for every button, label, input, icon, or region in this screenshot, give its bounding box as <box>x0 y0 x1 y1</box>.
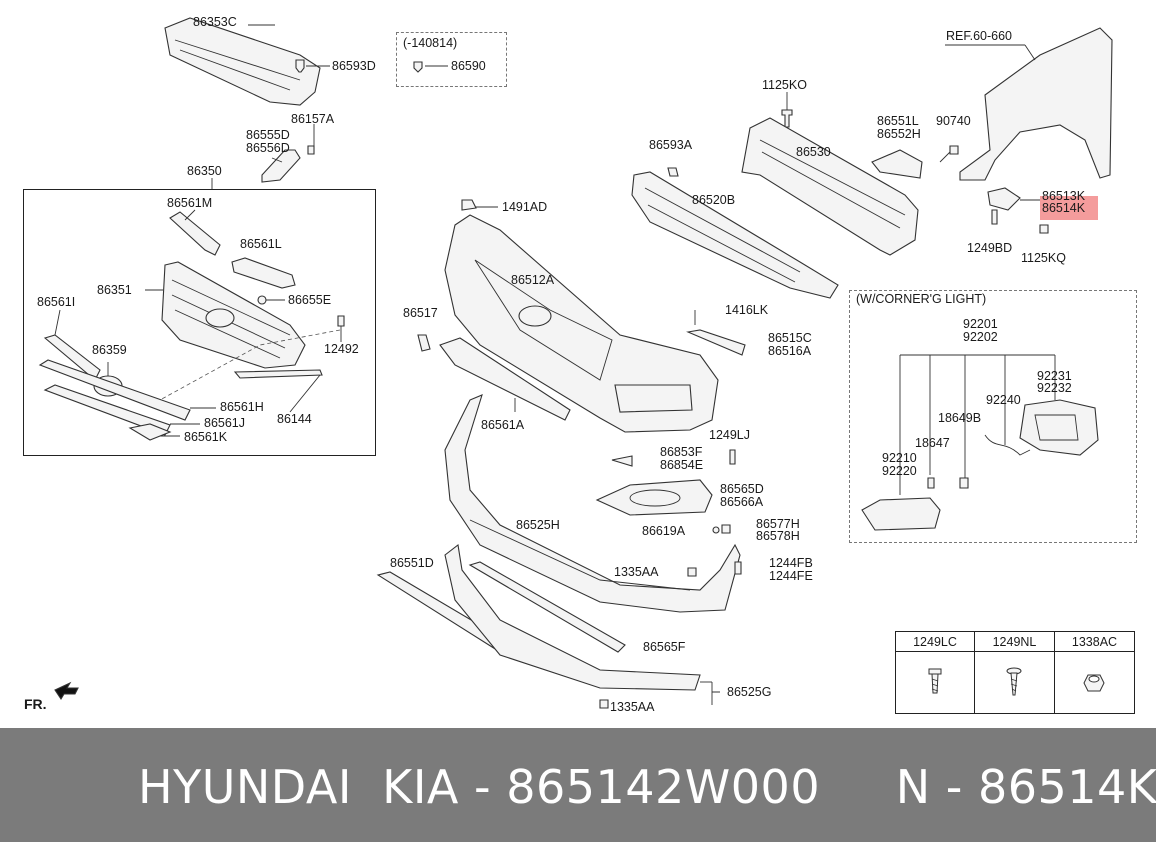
label-86525h: 86525H <box>516 518 560 532</box>
label-86593a: 86593A <box>649 138 693 152</box>
part-86561l <box>231 257 296 289</box>
label-1249lj: 1249LJ <box>709 428 751 442</box>
diagram-drawing <box>38 17 1113 709</box>
label-1244fe: 1244FE <box>769 569 813 583</box>
date-range-box <box>396 32 507 87</box>
grille-group-box <box>23 189 376 456</box>
label-86561h: 86561H <box>220 400 264 414</box>
parts-diagram: 86353C 86593D (-140814) 86590 REF.60-660… <box>23 15 1137 714</box>
part-86525h-lower-cover <box>444 394 741 613</box>
label-92201: 92201 <box>963 317 998 331</box>
label-86144: 86144 <box>277 412 312 426</box>
label-ref: REF.60-660 <box>946 29 1013 43</box>
label-86517: 86517 <box>403 306 438 320</box>
label-86551l: 86551L <box>877 114 919 128</box>
part-86593d <box>295 59 305 73</box>
label-corner-light: (W/CORNER'G LIGHT) <box>856 292 987 306</box>
part-fender-ref <box>959 27 1113 181</box>
label-date-range: (-140814) <box>403 36 458 50</box>
screw-icon <box>1006 667 1022 696</box>
label-86551d: 86551D <box>390 556 434 570</box>
label-86513k: 86513K <box>1042 189 1086 203</box>
label-86157a: 86157A <box>291 112 335 126</box>
label-92232: 92232 <box>1037 381 1072 395</box>
label-86552h: 86552H <box>877 127 921 141</box>
footer-bar: HYUNDAI KIA - 865142W000 N - 86514K <box>0 728 1156 842</box>
hardware-header-1249nl: 1249NL <box>992 635 1037 649</box>
label-86359: 86359 <box>92 343 127 357</box>
label-86577h: 86577H <box>756 517 800 531</box>
part-86520b-absorber <box>631 171 839 299</box>
part-86561m <box>169 211 221 256</box>
label-1244fb: 1244FB <box>769 556 813 570</box>
footer-part-number: HYUNDAI KIA - 865142W000 N - 86514K <box>138 760 1156 814</box>
part-86512a-bumper-cover <box>444 214 719 433</box>
label-86565f: 86565F <box>643 640 686 654</box>
label-86561k: 86561K <box>184 430 228 444</box>
part-92210-fog-lamp <box>861 497 941 531</box>
label-86578h: 86578H <box>756 529 800 543</box>
label-86854e: 86854E <box>660 458 704 472</box>
label-1335aa-lower: 1335AA <box>610 700 655 714</box>
label-18647: 18647 <box>915 436 950 450</box>
part-92201-corner-lamp <box>1019 399 1099 456</box>
label-fr: FR. <box>24 696 47 712</box>
label-12492: 12492 <box>324 342 359 356</box>
label-86561l: 86561L <box>240 237 282 251</box>
part-86555d <box>261 149 301 183</box>
label-92240: 92240 <box>986 393 1021 407</box>
part-86565d-fog-cover <box>595 479 713 516</box>
hardware-table: 1249LC 1249NL 1338AC <box>895 631 1135 714</box>
label-86565d: 86565D <box>720 482 764 496</box>
part-86561a <box>439 337 571 421</box>
label-1249bd: 1249BD <box>967 241 1013 255</box>
label-86556d: 86556D <box>246 141 290 155</box>
label-86566a: 86566A <box>720 495 764 509</box>
label-86530: 86530 <box>796 145 831 159</box>
nut-icon <box>1083 674 1105 692</box>
label-1335aa-upper: 1335AA <box>614 565 659 579</box>
label-86561m: 86561M <box>167 196 213 210</box>
part-86513k <box>987 187 1021 211</box>
label-1416lk: 1416LK <box>725 303 769 317</box>
label-86555d: 86555D <box>246 128 290 142</box>
label-86561j: 86561J <box>204 416 246 430</box>
label-1491ad: 1491AD <box>502 200 548 214</box>
label-86520b: 86520B <box>692 193 736 207</box>
highlight-86514k <box>1040 196 1098 220</box>
label-86619a: 86619A <box>642 524 686 538</box>
hardware-header-1249lc: 1249LC <box>913 635 957 649</box>
fr-arrow-icon <box>54 681 79 701</box>
label-1125ko: 1125KO <box>762 78 807 92</box>
label-86516a: 86516A <box>768 344 812 358</box>
label-86353c: 86353C <box>193 15 237 29</box>
label-86351: 86351 <box>97 283 132 297</box>
label-18649b: 18649B <box>938 411 982 425</box>
part-86525g <box>444 544 701 691</box>
hardware-header-1338ac: 1338AC <box>1071 635 1118 649</box>
label-86590: 86590 <box>451 59 486 73</box>
label-92210: 92210 <box>882 451 917 465</box>
label-86593d: 86593D <box>332 59 376 73</box>
label-1125kq: 1125KQ <box>1021 251 1066 265</box>
label-92220: 92220 <box>882 464 917 478</box>
label-86515c: 86515C <box>768 331 812 345</box>
label-86512a: 86512A <box>511 273 555 287</box>
label-86525g: 86525G <box>727 685 772 699</box>
label-86561i: 86561I <box>37 295 76 309</box>
label-86514k: 86514K <box>1042 201 1086 215</box>
label-86655e: 86655E <box>288 293 332 307</box>
label-86853f: 86853F <box>660 445 703 459</box>
label-86350: 86350 <box>187 164 222 178</box>
label-92231: 92231 <box>1037 369 1072 383</box>
label-90740: 90740 <box>936 114 971 128</box>
label-92202: 92202 <box>963 330 998 344</box>
part-86530-beam <box>741 117 919 256</box>
bolt-icon <box>928 668 942 694</box>
label-86561a: 86561A <box>481 418 525 432</box>
corner-light-box <box>849 290 1137 543</box>
